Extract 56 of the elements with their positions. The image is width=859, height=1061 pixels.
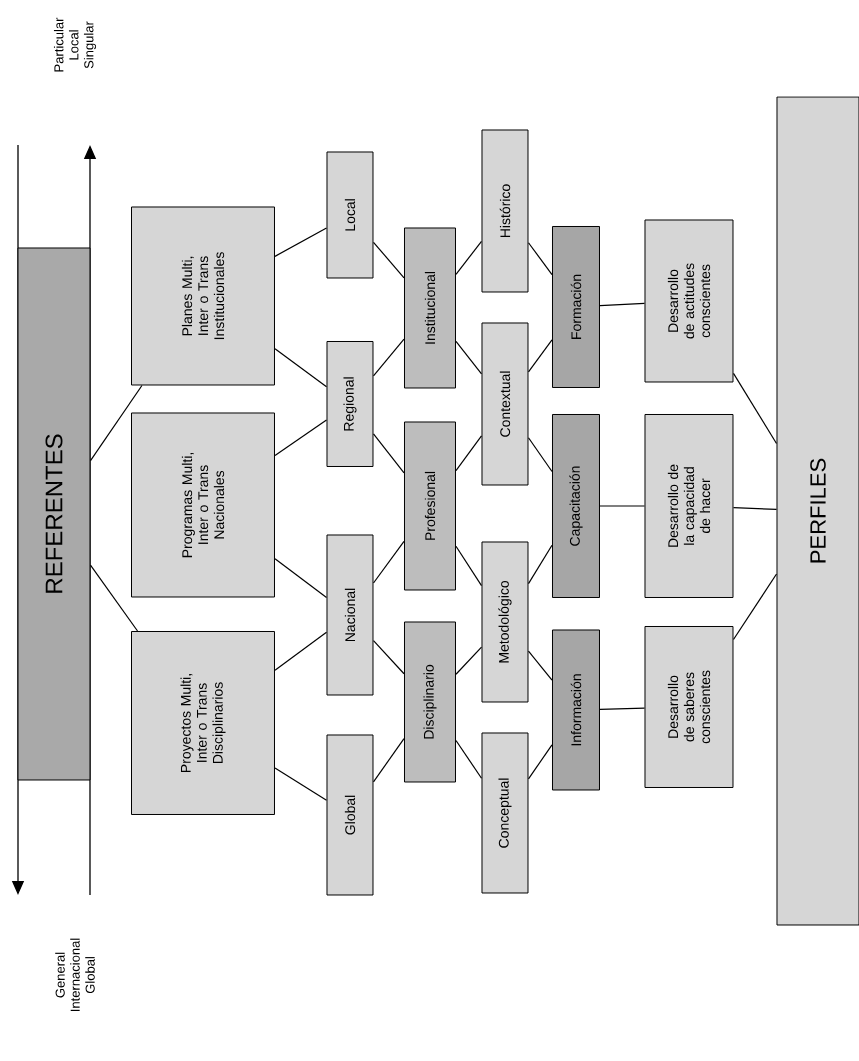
process-box: Metodológico (481, 541, 529, 703)
connector-line (372, 241, 405, 279)
process-box: Profesional (404, 421, 456, 591)
connector-line (274, 419, 328, 457)
connector-line (372, 738, 405, 783)
process-box: Planes Multi, Inter o Trans Institucionales (131, 206, 275, 386)
connector-line (274, 227, 328, 257)
band: REFERENTES (17, 247, 91, 781)
connector-line (527, 242, 553, 276)
connector-line (599, 707, 646, 710)
connector-line (599, 302, 646, 307)
process-box: Histórico (481, 129, 529, 293)
connector-line (527, 339, 553, 373)
process-box: Regional (326, 341, 374, 467)
process-box: Conceptual (481, 732, 529, 894)
process-box: Desarrollo de la capacidad de hacer (644, 414, 734, 598)
connector-line (89, 384, 143, 462)
connector-line (599, 505, 646, 507)
axis-label: Particular Local Singular (53, 17, 97, 72)
process-box: Global (326, 734, 374, 896)
connector-line (372, 433, 405, 474)
process-box: Nacional (326, 534, 374, 696)
connector-line (372, 540, 405, 584)
process-box: Local (326, 151, 374, 279)
connector-line (455, 435, 483, 472)
axis-label: General Internacional Global (55, 938, 95, 1011)
process-box: Información (552, 629, 600, 791)
connector-line (732, 573, 778, 641)
connector-line (455, 240, 483, 275)
process-box: Institucional (404, 227, 456, 389)
connector-line (732, 372, 778, 445)
process-box: Formación (552, 226, 600, 388)
process-box: Contextual (481, 322, 529, 486)
connector-line (89, 564, 139, 632)
connector-line (372, 338, 405, 377)
connector-line (274, 348, 328, 388)
process-box: Capacitación (552, 414, 600, 598)
process-box: Disciplinario (404, 621, 456, 783)
connector-line (732, 507, 778, 510)
connector-line (274, 558, 328, 599)
connector-line (455, 545, 483, 587)
band: PERFILES (776, 96, 859, 926)
process-box: Proyectos Multi, Inter o Trans Disciplinarios (131, 631, 275, 815)
process-box: Desarrollo de saberes conscientes (644, 626, 734, 788)
connector-line (527, 744, 553, 780)
connector-line (455, 646, 483, 675)
connector-line (455, 739, 483, 779)
process-box: Programas Multi, Inter o Trans Nacionales (131, 412, 275, 598)
connector-line (527, 544, 553, 585)
connector-line (372, 639, 405, 675)
connector-line (527, 650, 553, 681)
connector-line (527, 437, 553, 473)
connector-line (274, 767, 328, 801)
connector-line (274, 631, 328, 671)
process-box: Desarrollo de actitudes conscientes (644, 219, 734, 383)
connector-line (455, 340, 483, 375)
